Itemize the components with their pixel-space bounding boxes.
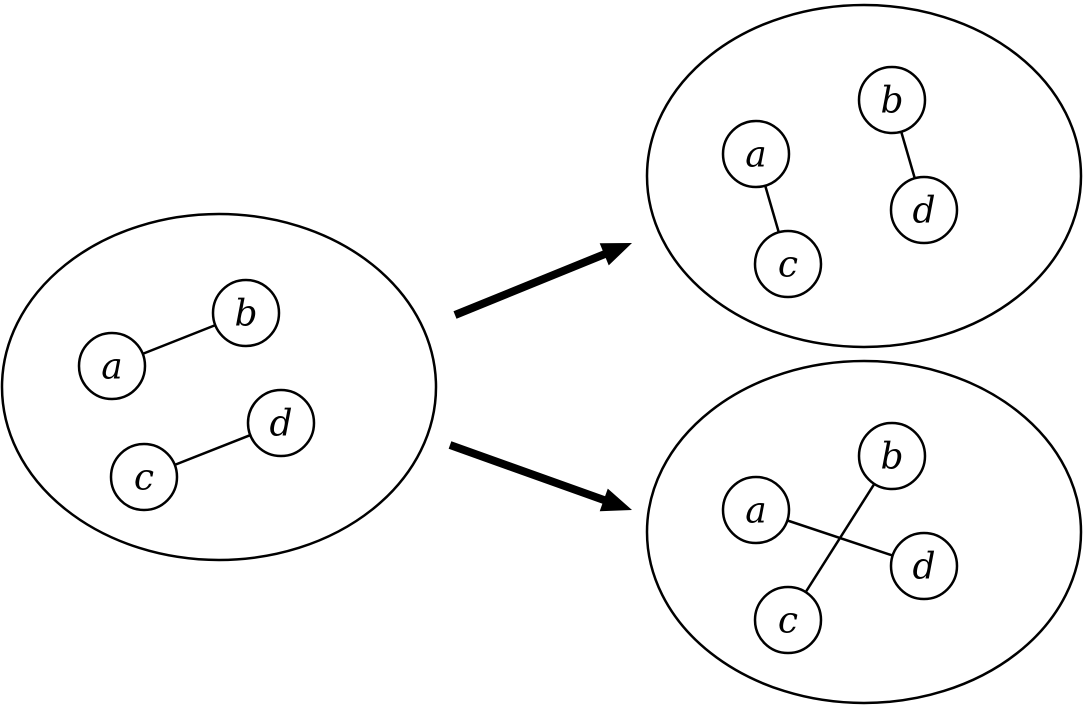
- node-label: c: [778, 601, 798, 642]
- node-circle: [246, 388, 316, 458]
- group-ellipse-result-top: [645, 3, 1083, 349]
- node-result-bottom-b: b: [857, 421, 927, 491]
- node-circle: [889, 175, 959, 245]
- node-label: b: [234, 294, 257, 335]
- group-ellipse-result-bottom: [645, 359, 1083, 705]
- node-source-c: c: [109, 442, 179, 512]
- arrow-shaft: [453, 249, 608, 319]
- node-circle: [889, 531, 959, 601]
- group-ellipses: [0, 3, 1083, 705]
- arrow-source-to-result-top: [453, 243, 632, 319]
- node-label: c: [778, 245, 798, 286]
- node-label: a: [745, 135, 766, 176]
- arrow-source-to-result-bottom: [448, 441, 632, 512]
- graph-edges: [111, 99, 926, 621]
- node-label: d: [912, 547, 935, 588]
- arrow-head: [599, 243, 632, 266]
- group-ellipse-source: [0, 212, 438, 562]
- node-result-bottom-d: d: [889, 531, 959, 601]
- node-label: d: [912, 191, 935, 232]
- node-circle: [721, 475, 791, 545]
- node-label: c: [134, 458, 154, 499]
- node-label: d: [269, 404, 292, 445]
- node-result-top-d: d: [889, 175, 959, 245]
- node-label: b: [880, 437, 903, 478]
- node-circle: [753, 585, 823, 655]
- node-source-d: d: [246, 388, 316, 458]
- node-label: a: [745, 491, 766, 532]
- arrow-shaft: [448, 441, 607, 505]
- node-result-bottom-a: a: [721, 475, 791, 545]
- node-label: b: [880, 81, 903, 122]
- node-circle: [721, 119, 791, 189]
- node-circle: [109, 442, 179, 512]
- node-circle: [77, 331, 147, 401]
- graph-nodes: a b c d a b c d a b c d: [77, 65, 959, 655]
- node-source-b: b: [211, 278, 281, 348]
- node-source-a: a: [77, 331, 147, 401]
- node-result-top-a: a: [721, 119, 791, 189]
- transition-arrows: [448, 243, 632, 512]
- node-result-bottom-c: c: [753, 585, 823, 655]
- node-circle: [753, 229, 823, 299]
- node-circle: [211, 278, 281, 348]
- node-result-top-b: b: [857, 65, 927, 135]
- node-circle: [857, 421, 927, 491]
- node-circle: [857, 65, 927, 135]
- arrow-head: [599, 488, 632, 512]
- node-result-top-c: c: [753, 229, 823, 299]
- node-label: a: [101, 347, 122, 388]
